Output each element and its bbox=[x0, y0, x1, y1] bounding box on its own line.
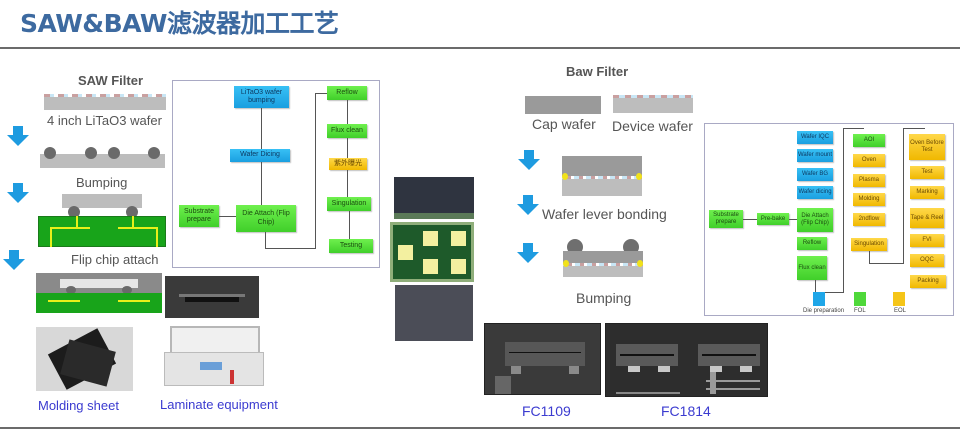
device-wafer-label: Device wafer bbox=[612, 118, 693, 134]
baw-process-flowchart: Wafer IQC Wafer mount Wafer BG Wafer dic… bbox=[704, 123, 954, 316]
flow-node-die-attach: Die Attach (Flip Chip) bbox=[236, 205, 296, 232]
flow-node-oven: Oven bbox=[853, 154, 885, 167]
cap-wafer-diagram bbox=[525, 96, 601, 114]
legend-eol-label: EOL bbox=[894, 308, 907, 314]
saw-sem-photo bbox=[165, 276, 259, 318]
flow-node-packing: Packing bbox=[910, 275, 946, 288]
down-arrow-icon bbox=[7, 183, 29, 203]
flow-node-molding: Molding bbox=[853, 193, 885, 206]
flow-node-singulation: Singulation bbox=[851, 238, 887, 251]
flow-node-wafer-iqc: Wafer IQC bbox=[797, 131, 833, 144]
saw-step-label-wafer: 4 inch LiTaO3 wafer bbox=[47, 113, 162, 128]
down-arrow-icon bbox=[3, 250, 25, 270]
bumping-diagram bbox=[40, 144, 165, 168]
flow-node-die-attach: Die Attach (Flip Chip) bbox=[797, 208, 833, 232]
chip-top-photo bbox=[394, 177, 474, 219]
flow-node-flux-clean: Flux clean bbox=[327, 124, 367, 138]
down-arrow-icon bbox=[517, 195, 539, 215]
chip-bottom-pads-photo bbox=[390, 222, 474, 282]
litao3-wafer-diagram bbox=[44, 94, 166, 110]
flow-node-wafer-dicing: Wafer Dicing bbox=[230, 149, 290, 162]
saw-step-label-flip-chip: Flip chip attach bbox=[71, 252, 159, 267]
flow-node-reflow: Reflow bbox=[797, 237, 827, 250]
baw-step-label-bumping: Bumping bbox=[576, 290, 632, 306]
flow-node-oven-before-test: Oven Before Test bbox=[909, 134, 945, 160]
flow-node-2ndflow: 2ndflow bbox=[853, 213, 885, 226]
xray-image-fc1814 bbox=[605, 323, 768, 397]
baw-step-label-bonding: Wafer lever bonding bbox=[542, 206, 667, 222]
down-arrow-icon bbox=[517, 243, 539, 263]
legend-eol-swatch bbox=[893, 292, 905, 306]
flow-node-fvi: FVI bbox=[910, 234, 944, 247]
flow-node-oqc: OQC bbox=[910, 254, 944, 267]
laminate-equipment-photo bbox=[160, 326, 270, 392]
flow-node-pre-bake: Pre-bake bbox=[757, 213, 789, 225]
flow-node-substrate-prepare: Substrate prepare bbox=[179, 205, 219, 227]
flow-node-flux-clean: Flux clean bbox=[797, 256, 827, 280]
flow-node-testing: Testing bbox=[329, 239, 373, 253]
bottom-divider bbox=[0, 427, 960, 429]
flow-node-reflow: Reflow bbox=[327, 86, 367, 100]
flow-node-marking: Marking bbox=[910, 186, 944, 199]
flow-node-tape-reel: Tape & Reel bbox=[910, 208, 944, 228]
xray-label-fc1109: FC1109 bbox=[522, 403, 571, 419]
flow-node-aoi: AOI bbox=[853, 134, 885, 147]
molded-package-diagram bbox=[36, 273, 162, 313]
xray-label-fc1814: FC1814 bbox=[661, 403, 711, 419]
legend-die-preparation-swatch bbox=[813, 292, 825, 306]
flow-node-test: Test bbox=[910, 166, 944, 179]
wafer-bonding-diagram bbox=[562, 156, 642, 196]
molding-sheet-photo bbox=[36, 327, 133, 391]
down-arrow-icon bbox=[518, 150, 540, 170]
legend-fol-swatch bbox=[854, 292, 866, 306]
flow-node-plasma: Plasma bbox=[853, 174, 885, 187]
device-wafer-diagram bbox=[613, 95, 693, 113]
flow-node-substrate-prepare: Substrate prepare bbox=[709, 210, 743, 228]
flow-node-uv-exposure: 紫外曝光 bbox=[329, 158, 367, 170]
baw-heading: Baw Filter bbox=[566, 64, 629, 79]
page-title: SAW&BAW滤波器加工工艺 bbox=[20, 9, 339, 38]
flip-chip-diagram bbox=[38, 194, 168, 249]
legend-fol-label: FOL bbox=[854, 308, 866, 314]
title-divider bbox=[0, 47, 960, 49]
legend-die-preparation-label: Die preparation bbox=[803, 308, 845, 314]
saw-heading: SAW Filter bbox=[78, 73, 144, 88]
flow-node-litao3-wafer-bumping: LiTaO3 wafer bumping bbox=[234, 86, 289, 108]
laminate-equipment-label: Laminate equipment bbox=[160, 397, 278, 412]
molding-sheet-label: Molding sheet bbox=[38, 398, 119, 413]
flow-node-singulation: Singulation bbox=[327, 197, 371, 211]
flow-node-wafer-dicing: Wafer dicing bbox=[797, 186, 833, 199]
cap-wafer-label: Cap wafer bbox=[532, 116, 596, 132]
flow-node-wafer-mount: Wafer mount bbox=[797, 149, 833, 162]
saw-step-label-bumping: Bumping bbox=[76, 175, 128, 190]
baw-bumping-diagram bbox=[563, 239, 643, 279]
chip-molded-photo bbox=[395, 285, 473, 341]
xray-image-fc1109 bbox=[484, 323, 601, 395]
down-arrow-icon bbox=[7, 126, 29, 146]
flow-node-wafer-bg: Wafer BG bbox=[797, 168, 833, 181]
saw-process-flowchart: LiTaO3 wafer bumping Wafer Dicing Substr… bbox=[172, 80, 380, 268]
